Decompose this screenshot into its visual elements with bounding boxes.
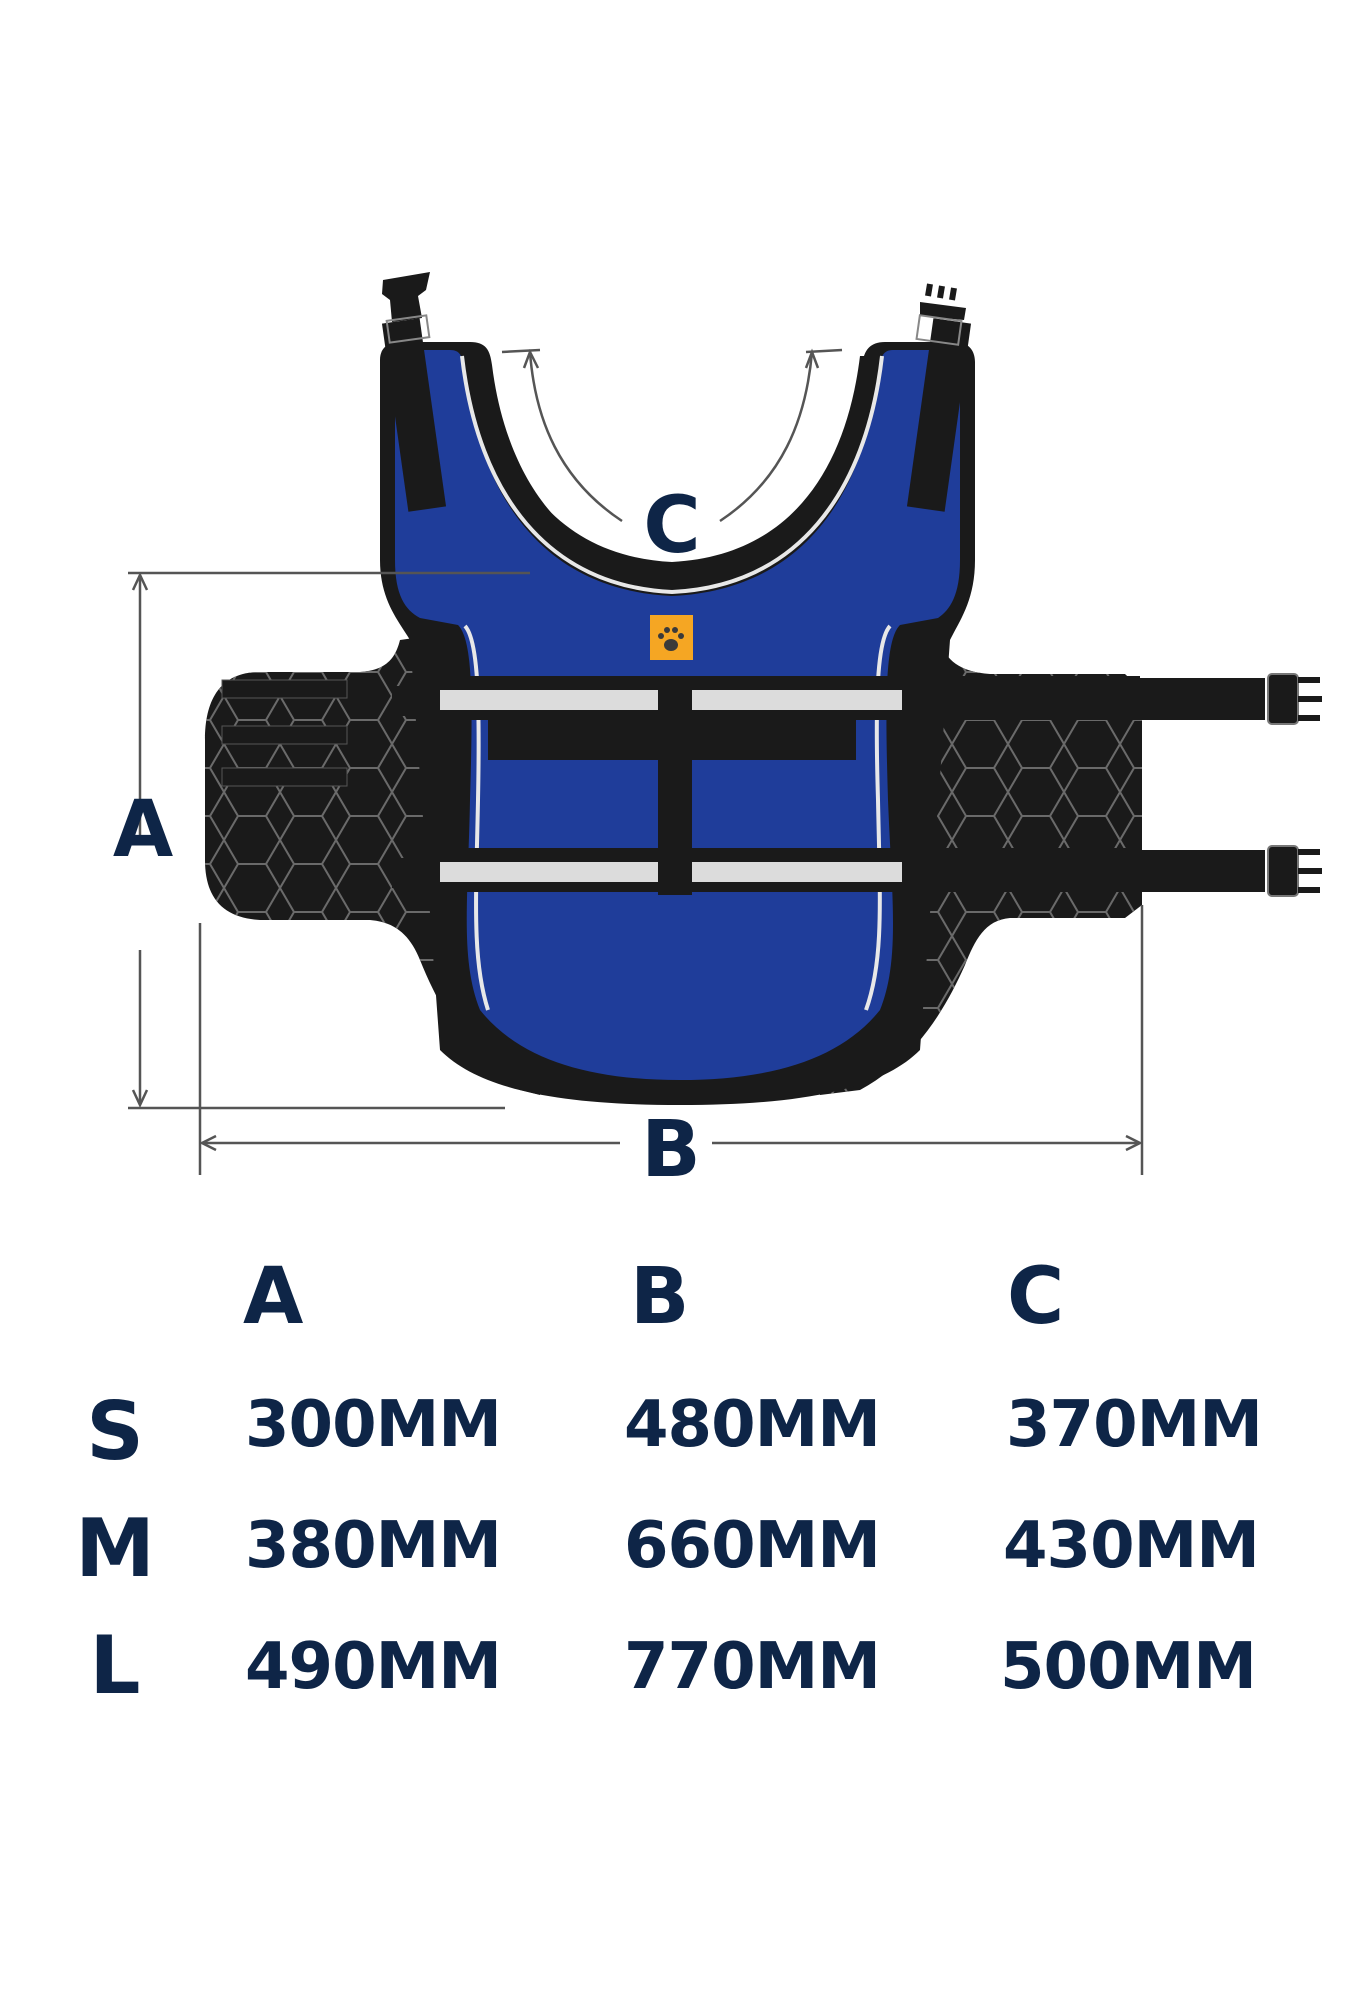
- size-l-c: 500MM: [1000, 1630, 1257, 1704]
- column-header-c: C: [1007, 1252, 1065, 1342]
- size-m-a: 380MM: [245, 1509, 502, 1583]
- size-l-b: 770MM: [624, 1630, 881, 1704]
- lower-chest-strap: [392, 845, 1322, 897]
- size-l-a: 490MM: [245, 1630, 502, 1704]
- row-label-s: S: [86, 1385, 144, 1478]
- upper-chest-strap: [392, 673, 1322, 725]
- vest-illustration: [128, 272, 1322, 1175]
- dimension-a-label: A: [112, 785, 174, 875]
- size-s-b: 480MM: [624, 1388, 881, 1462]
- right-shoulder-strap: [906, 283, 972, 512]
- left-shoulder-strap: [381, 272, 447, 512]
- size-s-c: 370MM: [1006, 1388, 1263, 1462]
- row-label-l: L: [89, 1619, 141, 1712]
- size-m-b: 660MM: [624, 1509, 881, 1583]
- size-s-a: 300MM: [245, 1388, 502, 1462]
- column-header-a: A: [243, 1252, 304, 1342]
- chest-pocket-flap: [488, 720, 856, 760]
- dimension-b-label: B: [641, 1105, 701, 1195]
- dimension-c-label: C: [643, 481, 701, 571]
- row-label-m: M: [75, 1502, 155, 1595]
- dimension-c-lines: [501, 348, 843, 523]
- paw-icon: [650, 615, 693, 660]
- center-vertical-strap: [658, 680, 692, 895]
- dimension-a-lines: [128, 571, 530, 1110]
- size-m-c: 430MM: [1003, 1509, 1260, 1583]
- neck-collar: [462, 356, 882, 592]
- vest-diagram: A B C: [112, 272, 1322, 1195]
- column-header-b: B: [630, 1252, 690, 1342]
- dimension-b-lines: [198, 905, 1144, 1175]
